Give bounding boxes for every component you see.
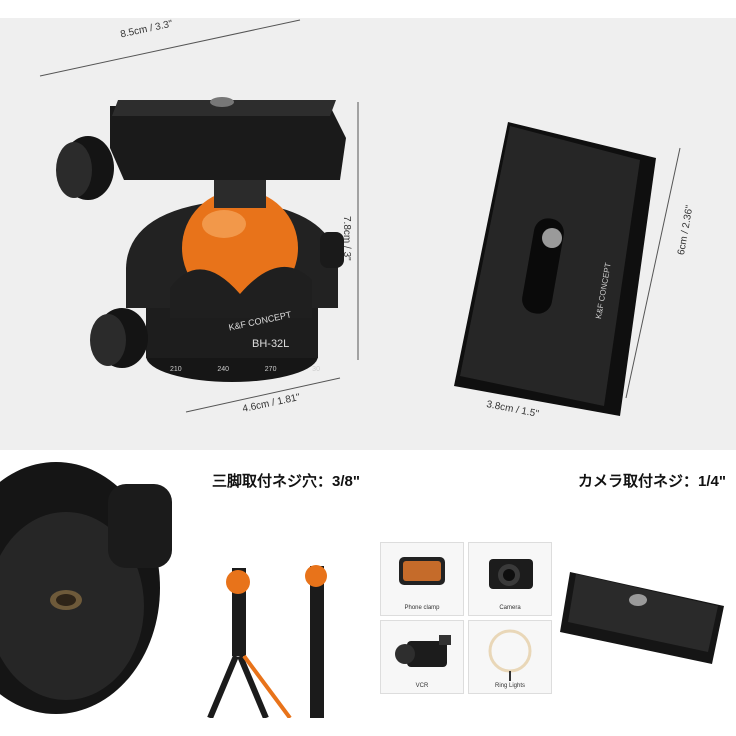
tile-phone-clamp: Phone clamp: [380, 542, 464, 616]
ball-head-illustration: [56, 97, 346, 382]
camera-mount-panel: カメラ取付ネジ：1/4" Phone clamp Camera VCR Ring…: [372, 456, 736, 718]
scale-mark: 30: [312, 366, 320, 373]
tile-vcr: VCR: [380, 620, 464, 694]
ring-light-icon: [488, 629, 532, 681]
tile-label: Phone clamp: [404, 605, 440, 611]
tile-ring-lights: Ring Lights: [468, 620, 552, 694]
camera-thread-heading: カメラ取付ネジ：1/4": [578, 473, 726, 490]
base-dimension-line: [185, 377, 341, 413]
top-product-panel: 8.5cm / 3.3" 7.8cm / 3" 4.6cm / 1.81" 3.…: [0, 18, 736, 450]
tripod-mount-panel: 三脚取付ネジ穴：3/8": [0, 456, 366, 718]
scale-mark: 240: [217, 366, 230, 373]
model-label: BH-32L: [252, 338, 290, 350]
quick-release-plate-illustration: [454, 122, 656, 416]
degree-scale: 210 240 270 30: [170, 366, 320, 373]
tile-label: VCR: [415, 683, 429, 689]
tile-label: Camera: [499, 605, 521, 611]
phone-icon: [399, 557, 445, 585]
tile-camera: Camera: [468, 542, 552, 616]
scale-mark: 210: [170, 366, 182, 373]
camera-icon: [489, 559, 533, 589]
dimension-graphic: [39, 19, 681, 416]
tripod-illustration-orange: [207, 568, 292, 718]
scale-mark: 270: [264, 366, 277, 373]
camcorder-icon: [395, 635, 451, 667]
tripod-illustration-black: [305, 565, 327, 718]
tripod-thread-heading: 三脚取付ネジ穴：3/8": [212, 473, 360, 490]
knob-closeup: [108, 484, 172, 568]
tripod-closeup-graphic: [0, 462, 327, 718]
height-dimension-label: 7.8cm / 3": [341, 216, 352, 261]
tile-label: Ring Lights: [494, 683, 526, 689]
width-dimension-line: [39, 19, 301, 77]
plate-length-line: [625, 147, 681, 399]
